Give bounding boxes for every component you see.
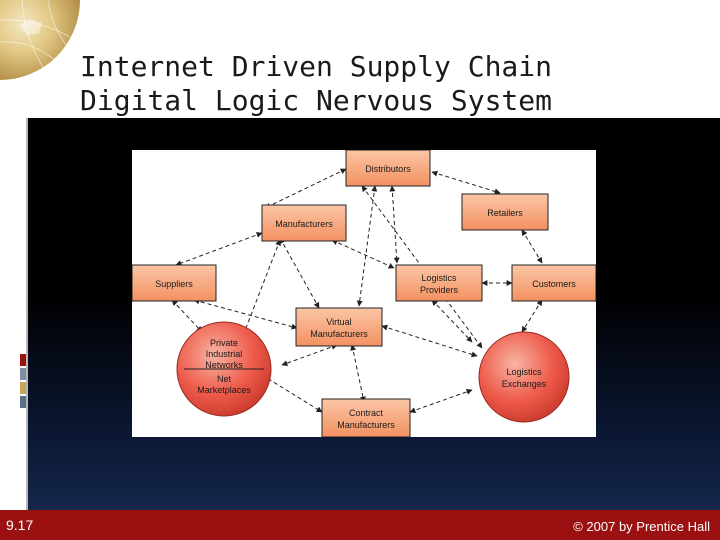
arrow-manufacturers-suppliers bbox=[175, 232, 263, 266]
arrow-logistics-exchanges bbox=[431, 299, 473, 343]
arrow-customers-exchanges bbox=[521, 299, 543, 333]
arrow-suppliers-virtual bbox=[193, 298, 298, 330]
arrow-distributors-virtual bbox=[356, 185, 378, 307]
connector-arrows bbox=[171, 168, 543, 414]
node-logistics-exchanges: Logistics Exchanges bbox=[478, 331, 570, 423]
arrow-virtual-exchanges bbox=[381, 324, 478, 358]
node-manufacturers: Manufacturers bbox=[261, 204, 347, 242]
node-contract-manufacturers: Contract Manufacturers bbox=[321, 398, 411, 437]
net-marketplaces-label-2: Marketplaces bbox=[197, 385, 251, 395]
arrow-suppliers-networks bbox=[171, 299, 203, 333]
private-networks-label-1: Private bbox=[210, 338, 238, 348]
supply-chain-diagram: Distributors Retailers Manufacturers Sup… bbox=[132, 150, 596, 437]
contract-manufacturers-label-2: Manufacturers bbox=[337, 420, 395, 430]
node-suppliers: Suppliers bbox=[132, 264, 217, 302]
contract-manufacturers-label-1: Contract bbox=[349, 408, 384, 418]
left-divider bbox=[26, 118, 28, 510]
node-private-networks: Private Industrial Networks Net Marketpl… bbox=[176, 321, 272, 417]
node-logistics-providers: Logistics Providers bbox=[395, 264, 483, 302]
arrow-virtual-contract bbox=[350, 344, 366, 403]
arrow-retailers-customers bbox=[521, 229, 543, 264]
node-virtual-manufacturers: Virtual Manufacturers bbox=[295, 307, 383, 347]
arrow-distributors-retailers bbox=[431, 170, 501, 195]
slide-title: Internet Driven Supply Chain Digital Log… bbox=[80, 50, 552, 118]
arrow-networks-contract bbox=[261, 374, 323, 413]
retailers-label: Retailers bbox=[487, 208, 523, 218]
arrow-contract-exchanges bbox=[409, 388, 473, 414]
globe-grid-icon bbox=[0, 0, 76, 76]
logistics-exchanges-label-2: Exchanges bbox=[502, 379, 547, 389]
net-marketplaces-label-1: Net bbox=[217, 374, 232, 384]
distributors-label: Distributors bbox=[365, 164, 411, 174]
footer-bar: 9.17 © 2007 by Prentice Hall bbox=[0, 510, 720, 540]
private-networks-label-2: Industrial bbox=[206, 349, 243, 359]
virtual-manufacturers-label-1: Virtual bbox=[326, 317, 351, 327]
accent-stripe-red bbox=[20, 354, 26, 366]
title-area: Internet Driven Supply Chain Digital Log… bbox=[0, 0, 720, 118]
accent-stripe-slate bbox=[20, 368, 26, 380]
virtual-manufacturers-label-2: Manufacturers bbox=[310, 329, 368, 339]
arrow-manufacturers-logistics bbox=[331, 239, 395, 269]
manufacturers-label: Manufacturers bbox=[275, 219, 333, 229]
slide-number: 9.17 bbox=[6, 517, 34, 533]
title-line-2: Digital Logic Nervous System bbox=[80, 84, 553, 117]
left-margin bbox=[0, 118, 28, 510]
logistics-providers-label-2: Providers bbox=[420, 285, 459, 295]
logistics-providers-label-1: Logistics bbox=[421, 273, 457, 283]
arrow-virtual-networks bbox=[281, 344, 338, 366]
arrow-distributors-logistics bbox=[389, 185, 400, 264]
node-customers: Customers bbox=[511, 264, 596, 302]
accent-stripe-gold bbox=[20, 382, 26, 394]
diagram-canvas: Distributors Retailers Manufacturers Sup… bbox=[132, 150, 596, 437]
globe-logo bbox=[0, 0, 80, 80]
suppliers-label: Suppliers bbox=[155, 279, 193, 289]
node-distributors: Distributors bbox=[345, 150, 431, 187]
title-line-1: Internet Driven Supply Chain bbox=[80, 50, 553, 83]
private-networks-label-3: Networks bbox=[205, 360, 243, 370]
copyright-notice: © 2007 by Prentice Hall bbox=[573, 519, 710, 534]
logistics-exchanges-label-1: Logistics bbox=[506, 367, 542, 377]
customers-label: Customers bbox=[532, 279, 576, 289]
arrow-manufacturers-virtual bbox=[279, 237, 320, 309]
arrow-distributors-manufacturers bbox=[264, 168, 347, 209]
accent-stripe-blue bbox=[20, 396, 26, 408]
node-retailers: Retailers bbox=[461, 193, 549, 231]
